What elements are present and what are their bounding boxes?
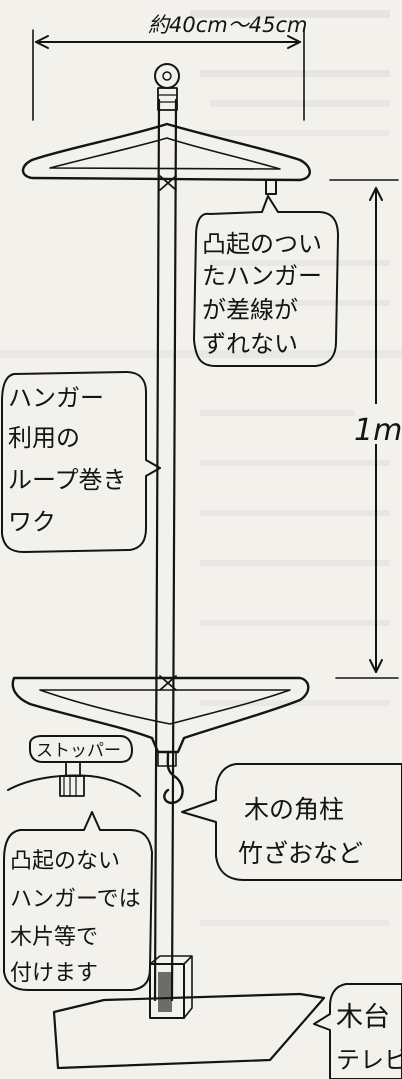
callout-no-bump-line-2: ハンガーでは bbox=[10, 887, 141, 912]
callout-post-line-1: 木の角柱 bbox=[244, 795, 344, 824]
callout-loop-frame: ハンガー 利用の ループ巻き ワク bbox=[1, 371, 161, 553]
width-dimension: 約40cm～45cm bbox=[32, 13, 307, 121]
height-dimension: 1m bbox=[329, 179, 402, 679]
stopper-label: ストッパー bbox=[36, 741, 121, 761]
callout-hanger-bump-line-2: たハンガー bbox=[202, 262, 322, 290]
callout-hanger-bump-line-1: 凸起のつい bbox=[202, 230, 322, 258]
callout-loop-frame-line-3: ループ巻き bbox=[8, 466, 127, 494]
callout-hanger-bump-line-3: が差線が bbox=[202, 296, 298, 324]
callout-loop-frame-line-4: ワク bbox=[8, 508, 56, 536]
callout-base-line-1: 木台 bbox=[336, 1002, 390, 1033]
pole-top-finial bbox=[154, 63, 180, 111]
width-dimension-label: 約40cm～45cm bbox=[148, 13, 307, 37]
callout-loop-frame-line-1: ハンガー bbox=[8, 384, 104, 412]
height-dimension-label: 1m bbox=[354, 413, 402, 448]
callout-post: 木の角柱 竹ざおなど bbox=[181, 763, 402, 881]
wooden-base bbox=[52, 955, 326, 1070]
pole bbox=[153, 98, 178, 1002]
callout-no-bump-line-1: 凸起のない bbox=[10, 849, 120, 874]
callout-base-line-2: テレビ bbox=[336, 1046, 402, 1074]
callout-post-line-2: 竹ざおなど bbox=[238, 839, 363, 868]
stopper: ストッパー bbox=[7, 735, 141, 797]
callout-hanger-bump-line-4: ずれない bbox=[202, 330, 298, 358]
callout-loop-frame-line-2: 利用の bbox=[8, 424, 80, 452]
callout-no-bump: 凸起のない ハンガーでは 木片等で 付けます bbox=[3, 811, 153, 991]
callout-no-bump-line-3: 木片等で bbox=[10, 925, 98, 950]
callout-hanger-bump: 凸起のつい たハンガー が差線が ずれない bbox=[193, 195, 339, 367]
callout-no-bump-line-4: 付けます bbox=[10, 961, 98, 986]
lower-hanger bbox=[11, 675, 310, 805]
callout-base: 木台 テレビ bbox=[313, 983, 402, 1079]
top-hanger bbox=[21, 122, 311, 195]
